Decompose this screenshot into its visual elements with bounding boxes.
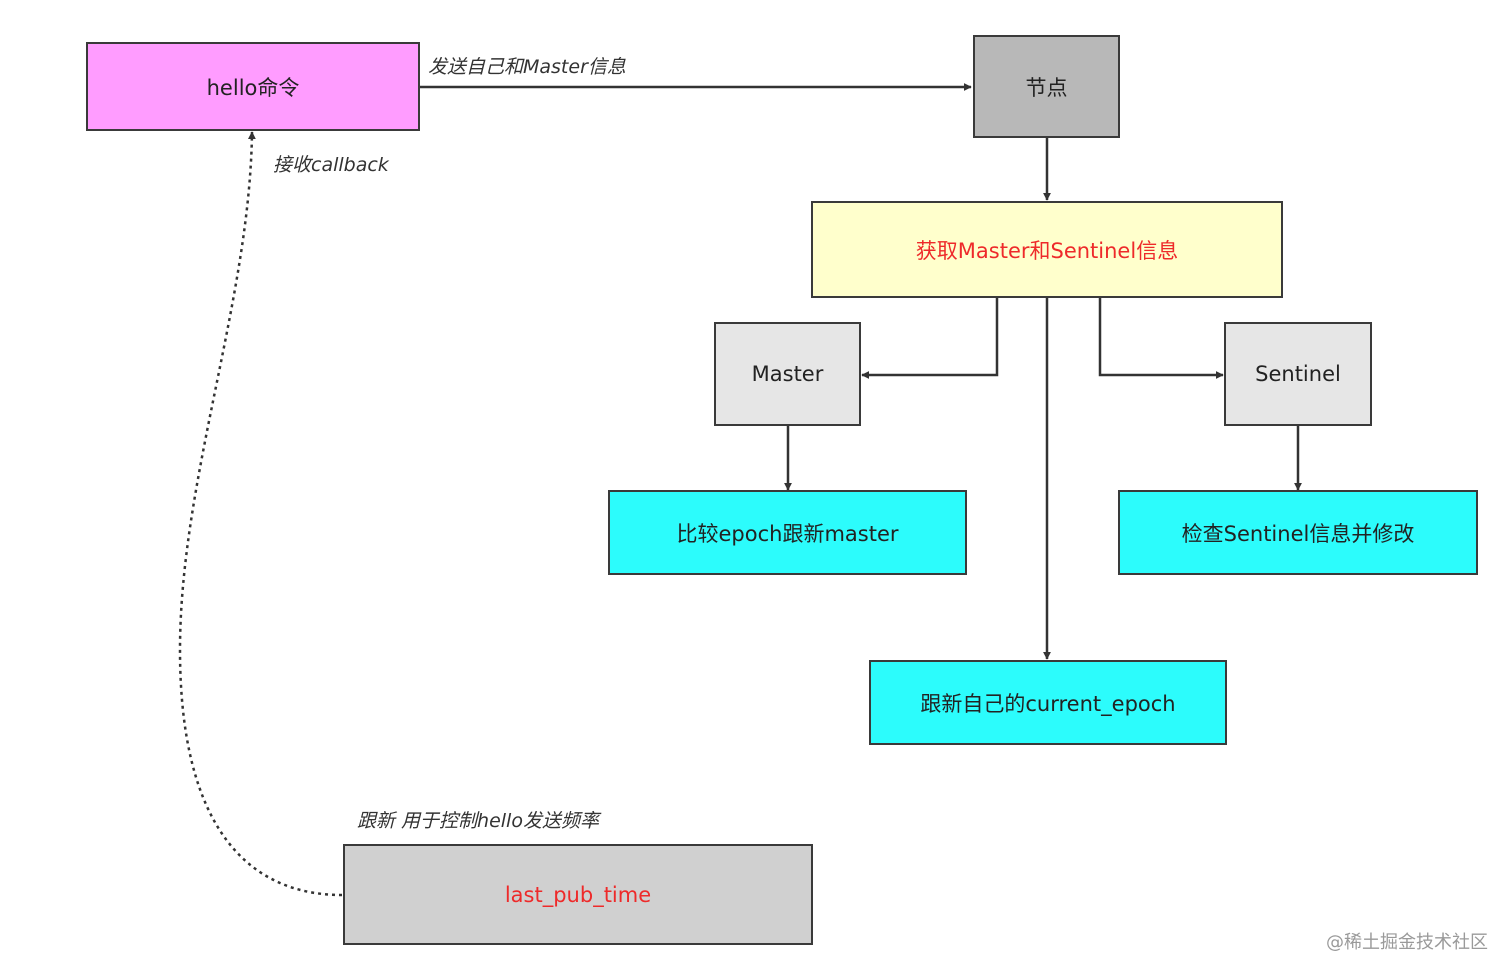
update-frequency-edge-label: 跟新 用于控制hello发送频率 <box>357 810 599 832</box>
hello-command-box[interactable]: hello命令 <box>86 42 420 131</box>
send-info-edge-label: 发送自己和Master信息 <box>428 56 626 78</box>
update-epoch-label: 跟新自己的current_epoch <box>920 691 1176 716</box>
sentinel-box[interactable]: Sentinel <box>1224 322 1372 426</box>
update-epoch-box[interactable]: 跟新自己的current_epoch <box>869 660 1227 745</box>
node-box[interactable]: 节点 <box>973 35 1120 138</box>
callback-edge-label: 接收callback <box>273 154 389 176</box>
compare-epoch-label: 比较epoch跟新master <box>676 521 899 546</box>
fetch-info-box[interactable]: 获取Master和Sentinel信息 <box>811 201 1283 298</box>
edge-fetch-to-master <box>861 297 999 379</box>
watermark-text: @稀土掘金技术社区 <box>1326 932 1488 953</box>
node-label: 节点 <box>1025 75 1068 100</box>
master-box[interactable]: Master <box>714 322 861 426</box>
compare-epoch-box[interactable]: 比较epoch跟新master <box>608 490 967 575</box>
master-label: Master <box>751 362 824 386</box>
last-pub-time-label: last_pub_time <box>504 882 652 907</box>
hello-command-label: hello命令 <box>206 75 300 100</box>
check-sentinel-label: 检查Sentinel信息并修改 <box>1181 521 1415 546</box>
edge-lastpub-to-hello <box>178 131 343 897</box>
fetch-info-label: 获取Master和Sentinel信息 <box>915 238 1179 263</box>
last-pub-time-box[interactable]: last_pub_time <box>343 844 813 945</box>
check-sentinel-box[interactable]: 检查Sentinel信息并修改 <box>1118 490 1478 575</box>
edge-fetch-to-sentinel <box>1098 297 1224 379</box>
sentinel-label: Sentinel <box>1255 362 1341 386</box>
